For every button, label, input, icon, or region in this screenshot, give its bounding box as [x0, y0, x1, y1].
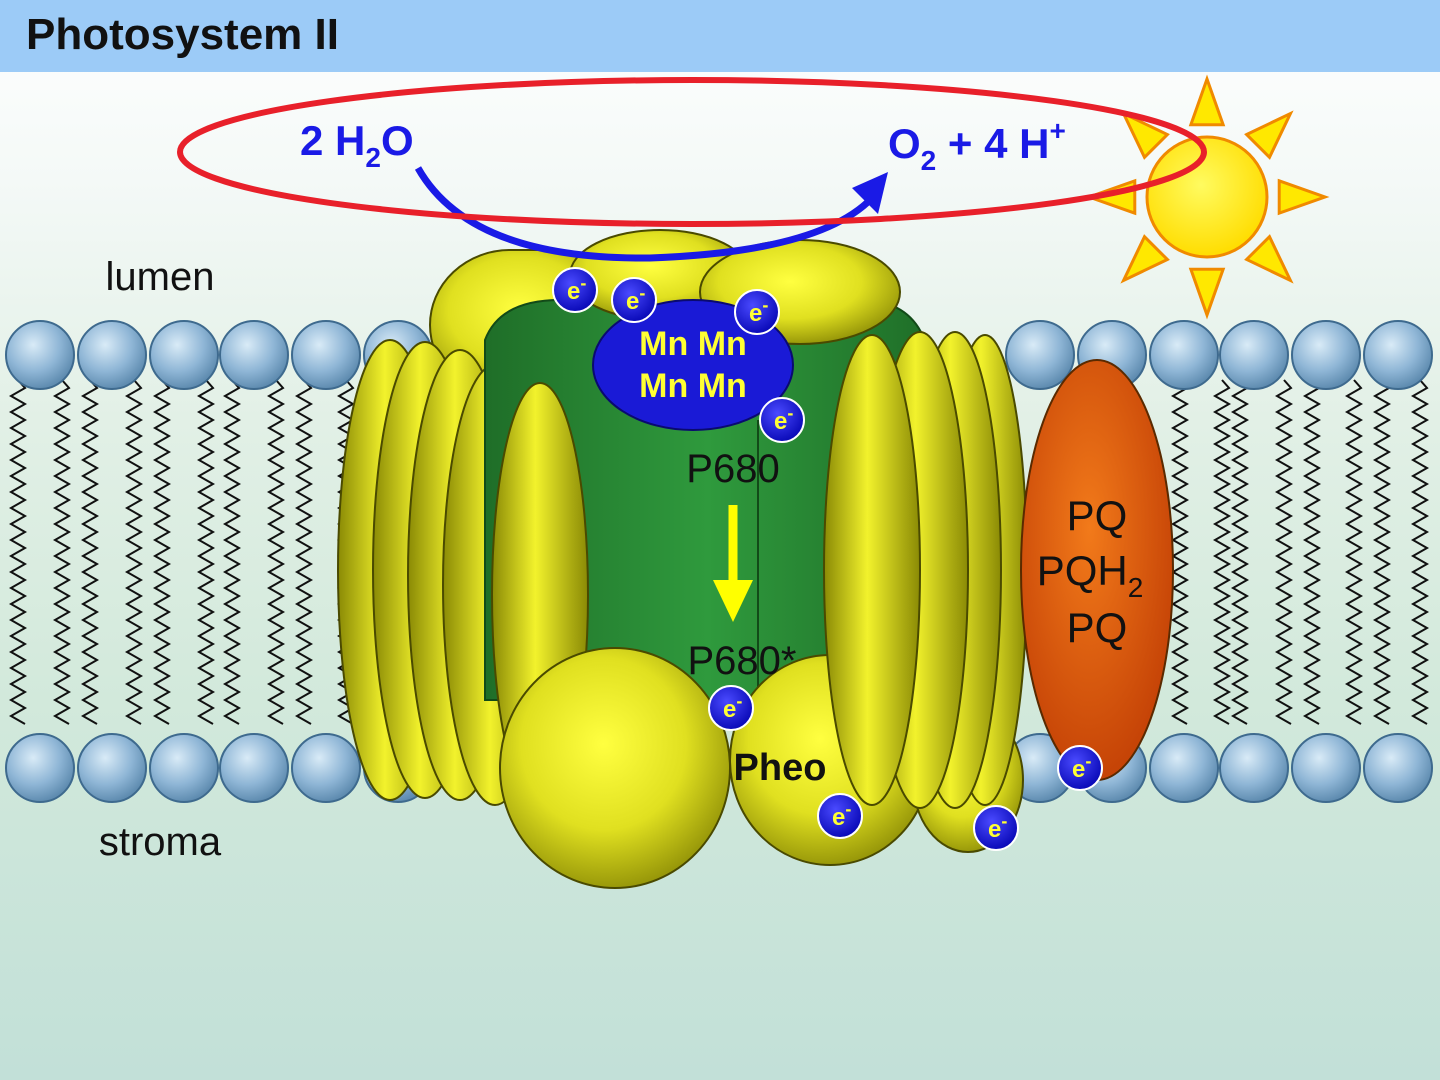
mn-cluster-line2: Mn Mn: [639, 367, 747, 405]
lipid-head: [1149, 320, 1219, 390]
lipid-tail: [1230, 379, 1250, 725]
svg-text:e-: e-: [832, 799, 851, 831]
reaction-highlight-ellipse: [177, 77, 1207, 227]
mn-cluster-line1: Mn Mn: [639, 325, 747, 363]
lipid-tail: [266, 379, 286, 725]
sun-ray: [1120, 110, 1170, 160]
lipid-tail: [196, 379, 216, 725]
pheo-label: Pheo: [734, 747, 827, 789]
lipid-head: [5, 320, 75, 390]
electron-icon: e-: [973, 805, 1019, 851]
lipid-head: [291, 733, 361, 803]
svg-text:e-: e-: [749, 295, 768, 327]
lipid-tails: [8, 379, 1430, 725]
lipid-head: [1219, 320, 1289, 390]
lipid-tail: [124, 379, 144, 725]
sun-icon: [1084, 74, 1330, 320]
protein-right-helices: [823, 331, 1028, 809]
lipid-head: [149, 320, 219, 390]
lipid-head: [291, 320, 361, 390]
electron-icon: e-: [734, 289, 780, 335]
products-oxygen-protons: O2 + 4 H+: [888, 115, 1066, 176]
lipid-tail: [222, 379, 242, 725]
sun-ray: [1188, 74, 1226, 127]
excitation-arrow: [713, 505, 753, 622]
sun-ray: [1120, 234, 1170, 284]
svg-text:e-: e-: [626, 283, 645, 315]
lipid-head: [1363, 733, 1433, 803]
lipid-tail: [8, 379, 28, 725]
stroma-label: stroma: [99, 820, 222, 864]
svg-text:e-: e-: [988, 811, 1007, 843]
lipid-bilayer-heads: [5, 320, 1433, 803]
electron-icon: e-: [759, 397, 805, 443]
electron-icon: e-: [708, 685, 754, 731]
sun-ray: [1244, 110, 1294, 160]
lipid-head: [5, 733, 75, 803]
lipid-head: [1291, 320, 1361, 390]
svg-text:e-: e-: [774, 403, 793, 435]
lipid-head: [77, 733, 147, 803]
pq-label-top: PQ: [1067, 492, 1128, 539]
reactant-water: 2 H2O: [300, 117, 414, 173]
lipid-tail: [52, 379, 72, 725]
p680-label: P680: [686, 447, 779, 491]
sun-ray: [1277, 178, 1330, 216]
lipid-head: [77, 320, 147, 390]
lipid-tail: [1372, 379, 1392, 725]
svg-text:e-: e-: [723, 691, 742, 723]
lipid-head: [149, 733, 219, 803]
lipid-head: [1363, 320, 1433, 390]
lumen-label: lumen: [106, 255, 215, 299]
lipid-head: [1149, 733, 1219, 803]
lipid-head: [219, 320, 289, 390]
manganese-cluster-shape: [592, 299, 794, 431]
electrons: e-e-e-e-e-e-e-e-: [552, 267, 1103, 851]
sun-ray: [1188, 267, 1226, 320]
lipid-head: [219, 733, 289, 803]
title-bar: Photosystem II: [0, 0, 1440, 72]
electron-icon: e-: [1057, 745, 1103, 791]
lipid-tail: [1302, 379, 1322, 725]
lipid-tail: [1274, 379, 1294, 725]
lipid-tail: [1410, 379, 1430, 725]
pq-label-bottom: PQ: [1067, 604, 1128, 651]
pqh2-label: PQH2: [1037, 547, 1144, 603]
sun-ray: [1244, 234, 1294, 284]
electron-icon: e-: [817, 793, 863, 839]
lipid-tail: [1212, 379, 1232, 725]
lipid-tail: [294, 379, 314, 725]
lipid-tail: [152, 379, 172, 725]
svg-text:e-: e-: [567, 273, 586, 305]
svg-text:e-: e-: [1072, 751, 1091, 783]
lipid-head: [1219, 733, 1289, 803]
electron-icon: e-: [611, 277, 657, 323]
p680-excited-label: P680*: [688, 639, 797, 683]
lipid-head: [1005, 320, 1075, 390]
lipid-tail: [80, 379, 100, 725]
lipid-tail: [1170, 379, 1190, 725]
electron-icon: e-: [552, 267, 598, 313]
lipid-head: [1291, 733, 1361, 803]
lipid-tail: [1344, 379, 1364, 725]
diagram-title: Photosystem II: [26, 10, 339, 59]
